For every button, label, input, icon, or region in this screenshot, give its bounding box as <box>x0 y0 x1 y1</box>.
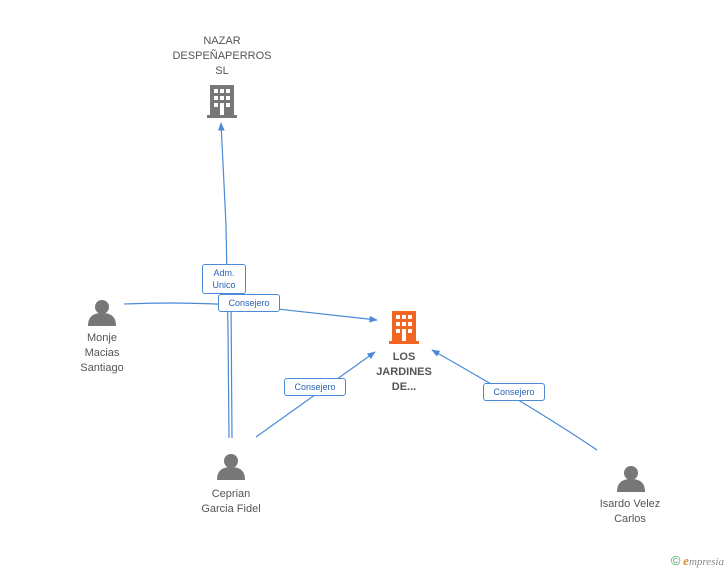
relation-label-adm-unico[interactable]: Adm. Unico <box>202 264 246 294</box>
label-line: DESPEÑAPERROS <box>172 50 272 62</box>
relation-label-consejero-monje[interactable]: Consejero <box>218 294 280 312</box>
brand-watermark: © empresia <box>671 553 724 569</box>
label-line: Consejero <box>228 298 270 308</box>
label-line: Isardo Velez <box>599 498 661 510</box>
label-line: Garcia Fidel <box>201 503 261 515</box>
brand-name: mpresia <box>688 556 724 568</box>
person-icon[interactable] <box>617 466 645 492</box>
node-label-isardo[interactable]: Isardo Velez Carlos <box>580 497 680 527</box>
brand-initial: e <box>683 553 689 568</box>
label-line: Macias <box>84 347 120 359</box>
label-line: Adm. <box>213 268 235 278</box>
node-label-jardines[interactable]: LOS JARDINES DE... <box>364 350 444 395</box>
label-line: Monje <box>87 332 117 344</box>
node-label-monje[interactable]: Monje Macias Santiago <box>62 331 142 376</box>
label-line: Consejero <box>493 387 535 397</box>
relation-label-consejero-isardo[interactable]: Consejero <box>483 383 545 401</box>
edge-ceprian-vertical <box>230 299 233 439</box>
building-icon[interactable] <box>389 311 419 344</box>
edge-isardo-to-jardines <box>431 349 598 451</box>
label-line: Carlos <box>614 513 646 525</box>
copyright-icon: © <box>670 553 681 568</box>
label-line: Ceprian <box>211 488 251 500</box>
label-line: DE... <box>391 381 417 393</box>
label-line: Unico <box>212 280 236 290</box>
building-icon[interactable] <box>207 85 237 118</box>
label-line: Santiago <box>80 362 124 374</box>
person-icon[interactable] <box>217 454 245 480</box>
node-label-nazar[interactable]: NAZAR DESPEÑAPERROS SL <box>162 34 282 79</box>
relation-label-consejero-ceprian[interactable]: Consejero <box>284 378 346 396</box>
label-line: LOS <box>392 351 416 363</box>
label-line: NAZAR <box>203 35 241 47</box>
label-line: SL <box>215 65 229 77</box>
label-line: Consejero <box>294 382 336 392</box>
person-icon[interactable] <box>88 300 116 326</box>
node-label-ceprian[interactable]: Ceprian Garcia Fidel <box>181 487 281 517</box>
label-line: JARDINES <box>376 366 432 378</box>
